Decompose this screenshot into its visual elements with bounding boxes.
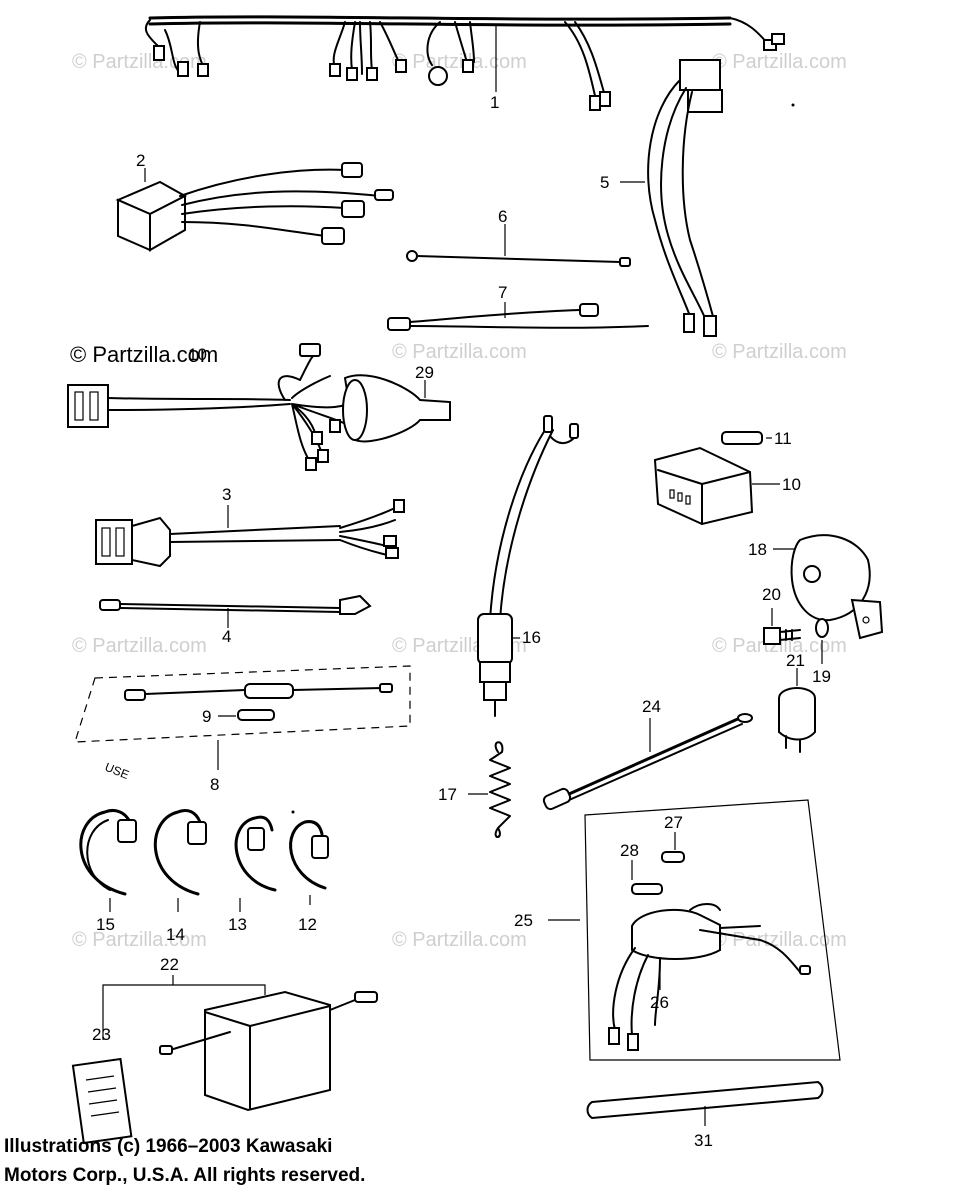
callout-16: 16 [522, 628, 541, 647]
ground-lead: 6 [406, 207, 631, 267]
stray-dot [291, 810, 295, 814]
watermark: © Partzilla.com [712, 341, 847, 363]
main-harness: 1 [144, 15, 785, 112]
callout-17: 17 [438, 785, 457, 804]
callout-13: 13 [228, 915, 247, 934]
callout-9: 9 [202, 707, 211, 726]
callout-overlap: 10 [188, 345, 207, 364]
stray-dot [791, 103, 795, 107]
switch-spring: 17 [438, 741, 511, 838]
callout-31: 31 [694, 1131, 713, 1150]
callout-25: 25 [514, 911, 533, 930]
use-note: USE [103, 760, 131, 782]
callout-18: 18 [748, 540, 767, 559]
watermark: © Partzilla.com [712, 929, 847, 951]
watermarks: © Partzilla.com © Partzilla.com © Partzi… [72, 51, 847, 951]
callout-2: 2 [136, 151, 145, 170]
callout-20: 20 [762, 585, 781, 604]
oil-pressure-switch: 16 [477, 415, 579, 717]
callout-12: 12 [298, 915, 317, 934]
connector-lead: 5 [600, 59, 723, 337]
copyright-notice: Illustrations (c) 1966–2003 Kawasaki Mot… [4, 1132, 365, 1190]
relay-fuse: 11 10 [653, 429, 801, 526]
lead-wire: 7 [387, 283, 649, 331]
callout-4: 4 [222, 627, 231, 646]
callout-28: 28 [620, 841, 639, 860]
connector-harness: 3 [95, 485, 405, 568]
callout-11: 11 [774, 429, 792, 448]
callout-5: 5 [600, 173, 609, 192]
callout-19: 19 [812, 667, 831, 686]
callout-3: 3 [222, 485, 231, 504]
watermark: © Partzilla.com [392, 341, 527, 363]
wire-clamps: 15 14 13 12 [79, 808, 329, 944]
fuse-holder-kit: 9 8 USE [74, 665, 411, 794]
callout-27: 27 [664, 813, 683, 832]
horn-assembly: 18 20 19 21 [748, 534, 884, 753]
protective-tube: 31 [586, 1080, 824, 1150]
callout-1: 1 [490, 93, 499, 112]
regulator-kit: 25 27 28 26 [514, 799, 841, 1061]
callout-6: 6 [498, 207, 507, 226]
watermark: © Partzilla.com [712, 635, 847, 657]
brand-logo: © Partzilla.com 10 [70, 342, 218, 367]
callout-10: 10 [782, 475, 801, 494]
watermark: © Partzilla.com [72, 929, 207, 951]
copyright-line-1: Illustrations (c) 1966–2003 Kawasaki [4, 1136, 333, 1157]
switch-lead: 4 [99, 594, 372, 646]
callout-7: 7 [498, 283, 507, 302]
callout-22: 22 [160, 955, 179, 974]
callout-29: 29 [415, 363, 434, 382]
brand-logo-text: © Partzilla.com [70, 342, 218, 367]
watermark: © Partzilla.com [72, 635, 207, 657]
copyright-line-2: Motors Corp., U.S.A. All rights reserved… [4, 1165, 366, 1186]
watermark: © Partzilla.com [392, 51, 527, 73]
callout-15: 15 [96, 915, 115, 934]
callout-26: 26 [650, 993, 669, 1012]
callout-23: 23 [92, 1025, 111, 1044]
battery-case-kit: 22 23 [71, 955, 378, 1145]
watermark: © Partzilla.com [392, 929, 527, 951]
harness-connector: 29 [67, 343, 451, 471]
callout-8: 8 [210, 775, 219, 794]
watermark: © Partzilla.com [712, 51, 847, 73]
wiring-sub-harness: 2 [115, 151, 394, 252]
callout-14: 14 [166, 925, 185, 944]
callout-24: 24 [642, 697, 661, 716]
callout-21: 21 [786, 651, 805, 670]
ground-cable: 24 [542, 697, 753, 811]
